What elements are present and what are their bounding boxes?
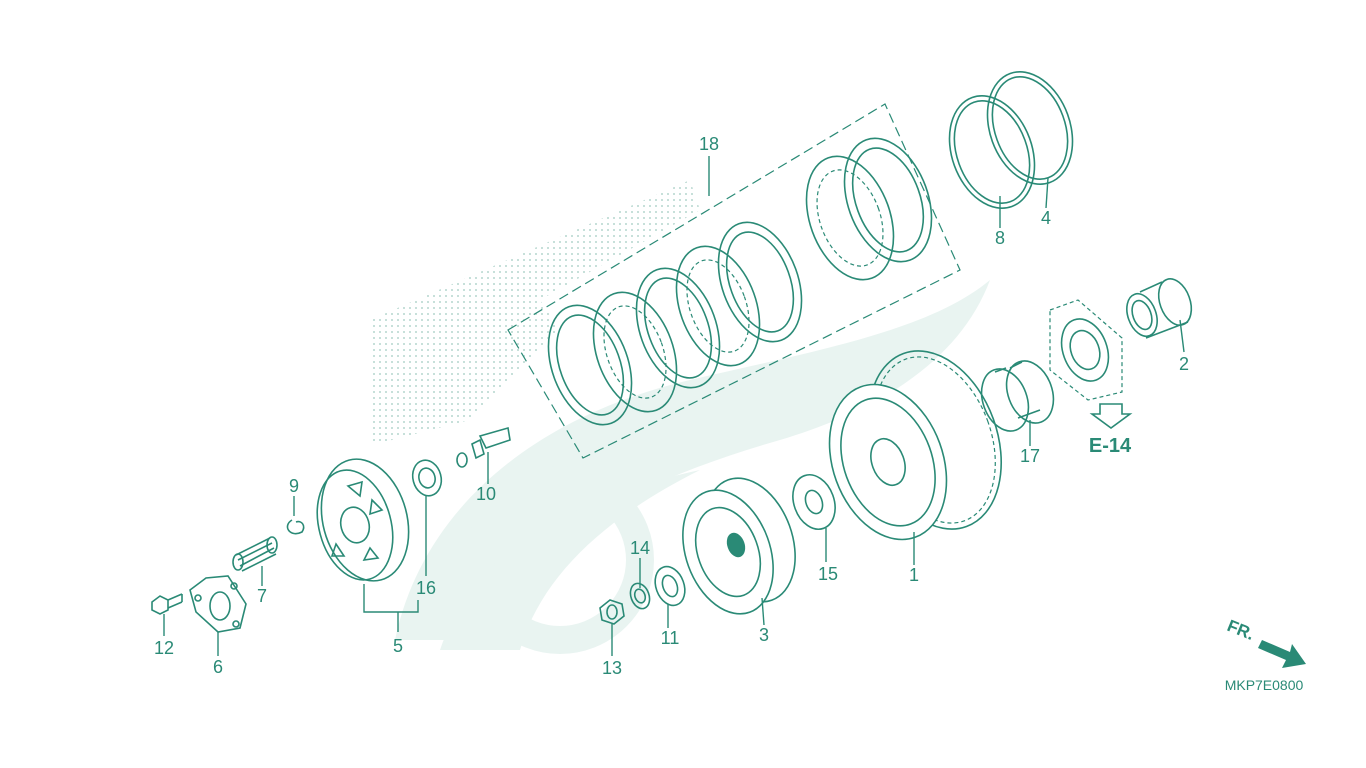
callout-18: 18 bbox=[699, 134, 719, 154]
bolt-12 bbox=[151, 593, 183, 615]
circlip-9 bbox=[286, 519, 305, 535]
thrust-washer-15 bbox=[792, 474, 836, 530]
collar-2 bbox=[1126, 278, 1193, 339]
front-direction-arrow-icon bbox=[1258, 640, 1306, 668]
spring-washer-14 bbox=[629, 582, 651, 610]
callout-1: 1 bbox=[909, 565, 919, 585]
oil-pump-drive-sprocket bbox=[1049, 299, 1123, 401]
clutch-outer-1 bbox=[828, 350, 1003, 541]
callout-5: 5 bbox=[393, 636, 403, 656]
callout-labels: 18 4 8 2 17 1 15 3 11 14 13 10 16 9 7 6 … bbox=[154, 134, 1189, 678]
lock-nut-13 bbox=[599, 599, 625, 625]
reference-label: E-14 bbox=[1089, 435, 1132, 457]
wire-ring-8 bbox=[948, 95, 1036, 209]
callout-10: 10 bbox=[476, 484, 496, 504]
bearing-16 bbox=[411, 459, 443, 497]
needle-bearing-17 bbox=[980, 360, 1055, 432]
pressure-plate-5 bbox=[316, 458, 410, 582]
front-direction-label: FR. bbox=[1225, 616, 1258, 644]
callout-13: 13 bbox=[602, 658, 622, 678]
callout-14: 14 bbox=[630, 538, 650, 558]
clutch-spring-7 bbox=[232, 536, 278, 572]
lifter-plate-6 bbox=[189, 575, 247, 633]
callout-16: 16 bbox=[416, 578, 436, 598]
dotted-shading bbox=[370, 180, 700, 445]
reference-arrow-icon bbox=[1089, 403, 1133, 429]
callout-8: 8 bbox=[995, 228, 1005, 248]
callout-9: 9 bbox=[289, 476, 299, 496]
leader-lines bbox=[163, 156, 1185, 656]
callout-11: 11 bbox=[661, 628, 680, 648]
diagram-code: MKP7E0800 bbox=[1225, 677, 1304, 693]
callout-6: 6 bbox=[213, 657, 223, 677]
washer-11 bbox=[654, 565, 686, 607]
callout-4: 4 bbox=[1041, 208, 1051, 228]
callout-3: 3 bbox=[759, 625, 769, 645]
wire-ring-4 bbox=[986, 71, 1074, 185]
callout-12: 12 bbox=[154, 638, 174, 658]
lifter-rod-10 bbox=[456, 426, 511, 468]
clutch-center-3 bbox=[682, 477, 796, 615]
callout-17: 17 bbox=[1020, 446, 1040, 466]
callout-7: 7 bbox=[257, 586, 267, 606]
clutch-plate-set-18 bbox=[507, 103, 961, 459]
callout-2: 2 bbox=[1179, 354, 1189, 374]
callout-15: 15 bbox=[818, 564, 838, 584]
